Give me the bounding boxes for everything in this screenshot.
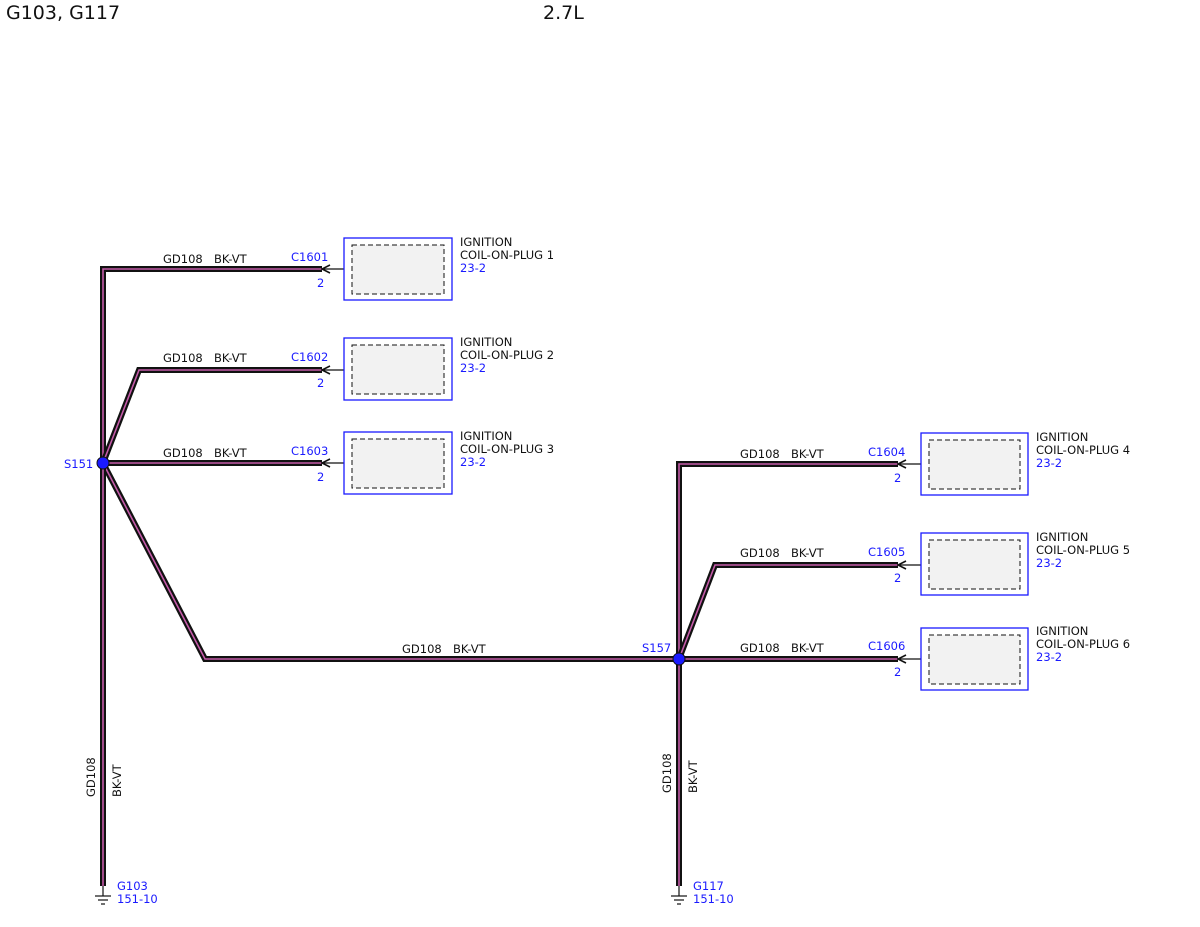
connector-id: C1604 <box>868 445 905 459</box>
component-coil-3[interactable] <box>343 431 453 495</box>
component-coil-1[interactable] <box>343 237 453 301</box>
component-name-line1: IGNITION <box>460 429 512 443</box>
wire-circuit-label: GD108 <box>740 641 780 655</box>
component-name-line1: IGNITION <box>460 335 512 349</box>
wire-color-label: BK-VT <box>214 446 248 460</box>
component-name-line2: COIL-ON-PLUG 3 <box>460 442 554 456</box>
wire-circuit-label: GD108 <box>402 642 442 656</box>
component-name-line1: IGNITION <box>1036 530 1088 544</box>
wire-s151-c1601[interactable] <box>100 266 322 463</box>
ground-id-g117: G117 <box>693 879 724 893</box>
page-title-left: G103, G117 <box>6 2 121 24</box>
component-coil-5[interactable] <box>920 532 1029 596</box>
wire-color-label: BK-VT <box>110 763 124 797</box>
connector-arrows <box>322 269 921 659</box>
connector-labels: C1601 2 C1602 2 C1603 2 C1604 2 C1605 2 … <box>291 250 905 679</box>
component-ref: 23-2 <box>460 261 486 275</box>
ground-icon-g117 <box>671 886 687 905</box>
connector-id: C1603 <box>291 444 328 458</box>
wire-s157-c1605[interactable] <box>676 562 898 661</box>
ground-ref-g103: 151-10 <box>117 892 158 906</box>
component-ref: 23-2 <box>1036 456 1062 470</box>
ground-ref-g117: 151-10 <box>693 892 734 906</box>
wire-color-label: BK-VT <box>686 759 700 793</box>
wire-circuit-label: GD108 <box>660 753 674 793</box>
component-coil-4[interactable] <box>920 432 1029 496</box>
wire-circuit-label: GD108 <box>163 252 203 266</box>
component-labels: IGNITION COIL-ON-PLUG 1 23-2 IGNITION CO… <box>460 235 1130 664</box>
connector-id: C1602 <box>291 350 328 364</box>
wire-color-label: BK-VT <box>214 351 248 365</box>
connector-id: C1606 <box>868 639 905 653</box>
ground-icon-g103 <box>95 886 111 905</box>
component-coil-6[interactable] <box>920 627 1029 691</box>
wire-color-label: BK-VT <box>791 447 825 461</box>
component-name-line2: COIL-ON-PLUG 4 <box>1036 443 1130 457</box>
wire-s151-s157[interactable] <box>100 461 679 662</box>
wire-s157-c1604[interactable] <box>676 461 898 659</box>
connector-pin: 2 <box>317 276 324 290</box>
component-name-line1: IGNITION <box>1036 430 1088 444</box>
component-ref: 23-2 <box>460 361 486 375</box>
splice-dot-s151[interactable] <box>96 456 110 470</box>
wire-color-label: BK-VT <box>453 642 487 656</box>
wire-circuit-label: GD108 <box>740 546 780 560</box>
wire-circuit-label: GD108 <box>84 757 98 797</box>
component-name-line2: COIL-ON-PLUG 5 <box>1036 543 1130 557</box>
connector-id: C1605 <box>868 545 905 559</box>
wire-circuit-label: GD108 <box>163 446 203 460</box>
component-name-line1: IGNITION <box>460 235 512 249</box>
page-title-center: 2.7L <box>543 2 584 24</box>
component-name-line2: COIL-ON-PLUG 6 <box>1036 637 1130 651</box>
wire-color-label: BK-VT <box>791 641 825 655</box>
component-name-line2: COIL-ON-PLUG 2 <box>460 348 554 362</box>
wire-labels: GD108 BK-VT GD108 BK-VT GD108 BK-VT GD10… <box>84 252 825 797</box>
splice-dot-s157[interactable] <box>672 652 686 666</box>
connector-pin: 2 <box>894 471 901 485</box>
splice-label-s157: S157 <box>642 641 671 655</box>
wire-color-label: BK-VT <box>791 546 825 560</box>
connector-pin: 2 <box>317 376 324 390</box>
component-ref: 23-2 <box>1036 556 1062 570</box>
connector-pin: 2 <box>317 470 324 484</box>
component-coil-2[interactable] <box>343 337 453 401</box>
wire-color-label: BK-VT <box>214 252 248 266</box>
component-name-line1: IGNITION <box>1036 624 1088 638</box>
wire-group <box>100 266 898 886</box>
ground-id-g103: G103 <box>117 879 148 893</box>
component-name-line2: COIL-ON-PLUG 1 <box>460 248 554 262</box>
wire-circuit-label: GD108 <box>740 447 780 461</box>
wire-circuit-label: GD108 <box>163 351 203 365</box>
component-ref: 23-2 <box>460 455 486 469</box>
connector-pin: 2 <box>894 571 901 585</box>
wire-s151-c1602[interactable] <box>100 367 322 465</box>
connector-pin: 2 <box>894 665 901 679</box>
connector-id: C1601 <box>291 250 328 264</box>
component-ref: 23-2 <box>1036 650 1062 664</box>
splice-label-s151: S151 <box>64 457 93 471</box>
